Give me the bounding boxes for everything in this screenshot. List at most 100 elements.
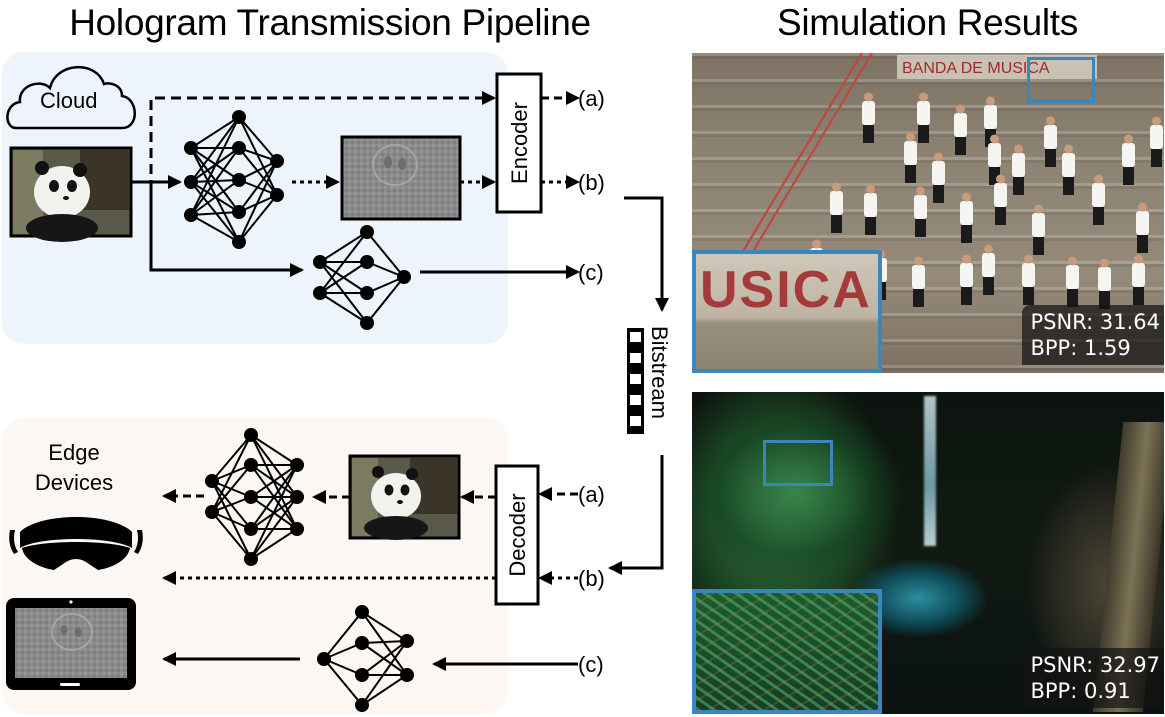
nn-node <box>355 636 369 650</box>
person-head <box>832 182 841 192</box>
nn-edge <box>190 116 240 216</box>
nn-edge <box>361 640 408 644</box>
results-title: Simulation Results <box>776 2 1078 43</box>
nn-edge <box>238 160 278 213</box>
nn-node <box>184 175 198 189</box>
person-head <box>1024 254 1033 264</box>
person <box>932 161 945 185</box>
person <box>914 195 927 219</box>
nn-edge <box>366 231 405 278</box>
person-head <box>1152 116 1161 126</box>
bitstream-icon <box>627 328 644 434</box>
person-legs <box>865 217 876 235</box>
person <box>1132 263 1145 287</box>
nn-edge <box>190 214 240 243</box>
person <box>960 263 973 287</box>
input-panda-image <box>9 146 133 242</box>
decoder-label: Decoder <box>505 493 530 576</box>
nn-node <box>360 255 374 269</box>
nn-node <box>244 552 258 566</box>
person-legs <box>961 225 972 243</box>
person-legs <box>961 287 972 305</box>
nn-node <box>244 490 258 504</box>
person-legs <box>831 215 842 233</box>
nn-node <box>313 255 327 269</box>
nn-edge <box>211 511 252 560</box>
nn-edge <box>190 116 240 149</box>
person-legs <box>933 185 944 203</box>
nn-edge <box>319 231 368 294</box>
sign-text: BANDA DE MUSICA <box>902 60 1050 77</box>
metrics-overlay: PSNR: 31.64 BPP: 1.59 <box>1022 305 1164 365</box>
to-bitstream-arrow <box>624 196 669 312</box>
person <box>994 183 1007 207</box>
person-head <box>916 186 925 196</box>
nn-edge <box>238 160 278 243</box>
neural-network-icon <box>184 110 284 249</box>
person <box>904 141 917 165</box>
nn-edge <box>361 640 408 706</box>
person-legs <box>1133 287 1144 305</box>
neural-network-icon <box>205 428 304 566</box>
nn-edge <box>323 611 363 660</box>
small-neural-network-icon <box>313 225 411 330</box>
person-head <box>864 92 873 102</box>
person-head <box>906 132 915 142</box>
cloud-output-c: (c) <box>578 260 604 285</box>
nn-node <box>290 522 304 536</box>
nn-edge <box>250 464 298 498</box>
bpp-value: BPP: 1.59 <box>1030 336 1131 360</box>
person-legs <box>989 167 1000 185</box>
person <box>1092 183 1105 207</box>
person-head <box>1034 204 1043 214</box>
zoomed-inset <box>692 589 882 714</box>
person <box>1022 263 1035 287</box>
edge-input-c: (c) <box>578 652 604 677</box>
person-head <box>996 174 1005 184</box>
person-legs <box>918 125 929 143</box>
nn-node <box>313 286 327 300</box>
person-legs <box>1123 167 1134 185</box>
nn-edge <box>319 292 368 324</box>
cloud-output-a: (a) <box>578 86 605 111</box>
vr-headset-icon <box>9 517 143 570</box>
person-legs <box>1093 207 1104 225</box>
zoomed-inset: USICA <box>692 250 882 373</box>
nn-edge <box>361 674 408 706</box>
person-head <box>956 104 965 114</box>
encoder-label: Encoder <box>507 102 532 184</box>
person-head <box>1068 256 1077 266</box>
nn-node <box>270 154 284 168</box>
person-head <box>1134 254 1143 264</box>
nn-node <box>355 698 369 712</box>
person-head <box>934 152 943 162</box>
person-head <box>1100 258 1109 268</box>
person <box>954 113 967 137</box>
encoder-block: Encoder <box>495 72 543 214</box>
person-head <box>919 92 928 102</box>
cloud-icon <box>6 66 136 130</box>
person <box>1044 125 1057 149</box>
nn-node <box>290 490 304 504</box>
nn-edge <box>211 434 252 482</box>
nn-node <box>355 668 369 682</box>
person <box>917 101 930 125</box>
person-head <box>990 134 999 144</box>
person-legs <box>915 219 926 237</box>
cloud-flow-arrows <box>131 91 580 279</box>
nn-edge <box>250 434 298 466</box>
person <box>1066 265 1079 289</box>
nn-edge <box>211 464 252 513</box>
edge-input-b: (b) <box>578 566 605 591</box>
person-legs <box>1137 235 1148 253</box>
person <box>912 265 925 289</box>
nn-edge <box>361 640 408 676</box>
person-head <box>866 184 875 194</box>
person-head <box>1138 202 1147 212</box>
nn-edge <box>238 160 278 181</box>
nn-node <box>232 110 246 124</box>
nn-edge <box>190 116 240 183</box>
person <box>1062 153 1075 177</box>
nn-edge <box>238 194 278 243</box>
person-legs <box>1045 149 1056 167</box>
